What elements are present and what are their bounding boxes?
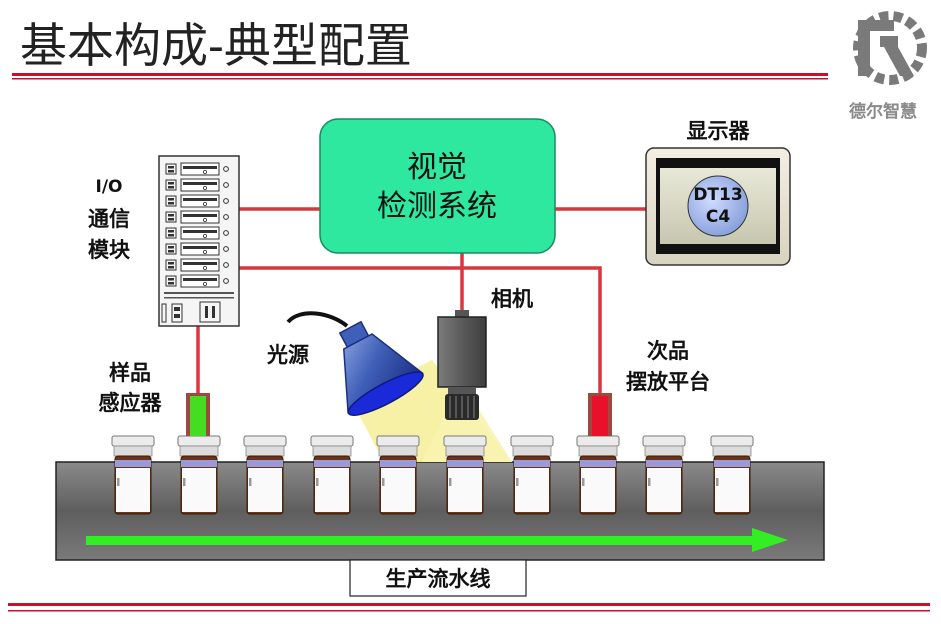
bottle: [310, 435, 354, 515]
camera-view-beam: [422, 408, 512, 462]
io-slot: [165, 226, 229, 240]
bottle: [443, 435, 487, 515]
sample-bottles: [111, 435, 754, 515]
bottle: [243, 435, 287, 515]
bottle: [710, 435, 754, 515]
bottle: [510, 435, 554, 515]
display-monitor: 显示器 DT13 C4: [645, 119, 791, 266]
connection-wires: [196, 207, 646, 393]
reject-label-line2: 摆放平台: [626, 370, 710, 394]
io-label-line1: I/O: [96, 177, 123, 197]
io-slot: [165, 258, 229, 272]
display-screen-text-line1: DT13: [693, 185, 742, 205]
display-label: 显示器: [687, 119, 751, 143]
vision-system-label-line2: 检测系统: [377, 189, 497, 224]
camera: 相机: [437, 287, 533, 420]
vision-system-box: 视觉 检测系统: [319, 118, 556, 254]
io-slot: [165, 178, 229, 192]
bottle: [177, 435, 221, 515]
flow-arrow: [86, 528, 788, 552]
display-disc-icon: [687, 175, 749, 237]
io-slot: [165, 242, 229, 256]
sensor-label-line2: 感应器: [99, 391, 163, 415]
title-underline: [12, 73, 828, 80]
lamp-icon: [338, 320, 424, 416]
conveyor-belt: [55, 461, 825, 561]
bottle: [111, 435, 155, 515]
io-label-line3: 模块: [88, 238, 131, 262]
logo-text: 德尔智慧: [849, 101, 917, 122]
company-logo: 德尔智慧: [849, 11, 927, 122]
io-label-line2: 通信: [88, 207, 130, 231]
page-title: 基本构成-典型配置: [20, 19, 412, 74]
display-screen-text-line2: C4: [706, 207, 730, 227]
light-label: 光源: [266, 343, 309, 367]
io-slot: [165, 162, 229, 176]
io-slot: [165, 274, 229, 288]
lamp-cable-icon: [286, 311, 349, 328]
io-slot: [165, 194, 229, 208]
camera-label: 相机: [491, 287, 533, 311]
sensor-label-line1: 样品: [109, 361, 151, 385]
io-slot: [165, 210, 229, 224]
gear-r-logo-icon: [853, 11, 927, 85]
conveyor-label: 生产流水线: [386, 567, 491, 591]
io-module: I/O 通信 模块: [88, 155, 240, 327]
bottle: [576, 435, 620, 515]
io-module-slots: [165, 162, 229, 288]
conveyor-label-box: 生产流水线: [349, 559, 527, 597]
bottle: [376, 435, 420, 515]
footer-rule: [8, 603, 930, 612]
reject-platform: 次品 摆放平台: [588, 339, 710, 436]
bottle: [642, 435, 686, 515]
light-source: 光源: [266, 311, 424, 416]
reject-label-line1: 次品: [647, 339, 689, 363]
sample-sensor: 样品 感应器: [99, 361, 210, 436]
vision-system-label-line1: 视觉: [407, 150, 467, 185]
